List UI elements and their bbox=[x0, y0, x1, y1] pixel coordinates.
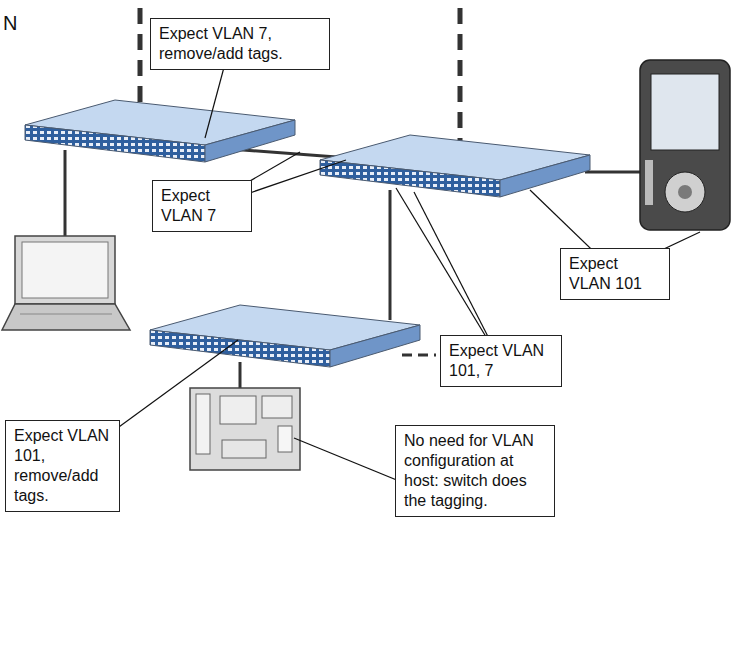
leader-line bbox=[60, 45, 700, 510]
callout-box: Expect VLAN 7 bbox=[152, 180, 252, 232]
network-switch bbox=[320, 135, 590, 197]
callout-text: Expect VLAN 101, 7 bbox=[449, 341, 553, 381]
host-board bbox=[190, 388, 300, 470]
callout-text: Expect VLAN 7 bbox=[161, 186, 243, 226]
label-text: N bbox=[3, 12, 17, 35]
network-switch bbox=[25, 100, 295, 162]
callout-text: Expect VLAN 101 bbox=[569, 254, 661, 294]
callout-box: Expect VLAN 7, remove/add tags. bbox=[150, 18, 330, 70]
callout-text: Expect VLAN 101, remove/add tags. bbox=[14, 426, 111, 506]
callout-text: No need for VLAN configuration at host: … bbox=[404, 431, 546, 511]
callout-box: Expect VLAN 101, remove/add tags. bbox=[5, 420, 120, 512]
callout-box: No need for VLAN configuration at host: … bbox=[395, 425, 555, 517]
callout-text: Expect VLAN 7, remove/add tags. bbox=[159, 24, 321, 64]
laptop bbox=[2, 236, 130, 330]
network-switch bbox=[150, 305, 420, 367]
handheld-tester bbox=[640, 60, 730, 230]
callout-box: Expect VLAN 101, 7 bbox=[440, 335, 562, 387]
cable bbox=[65, 146, 642, 388]
callout-box: Expect VLAN 101 bbox=[560, 248, 670, 300]
